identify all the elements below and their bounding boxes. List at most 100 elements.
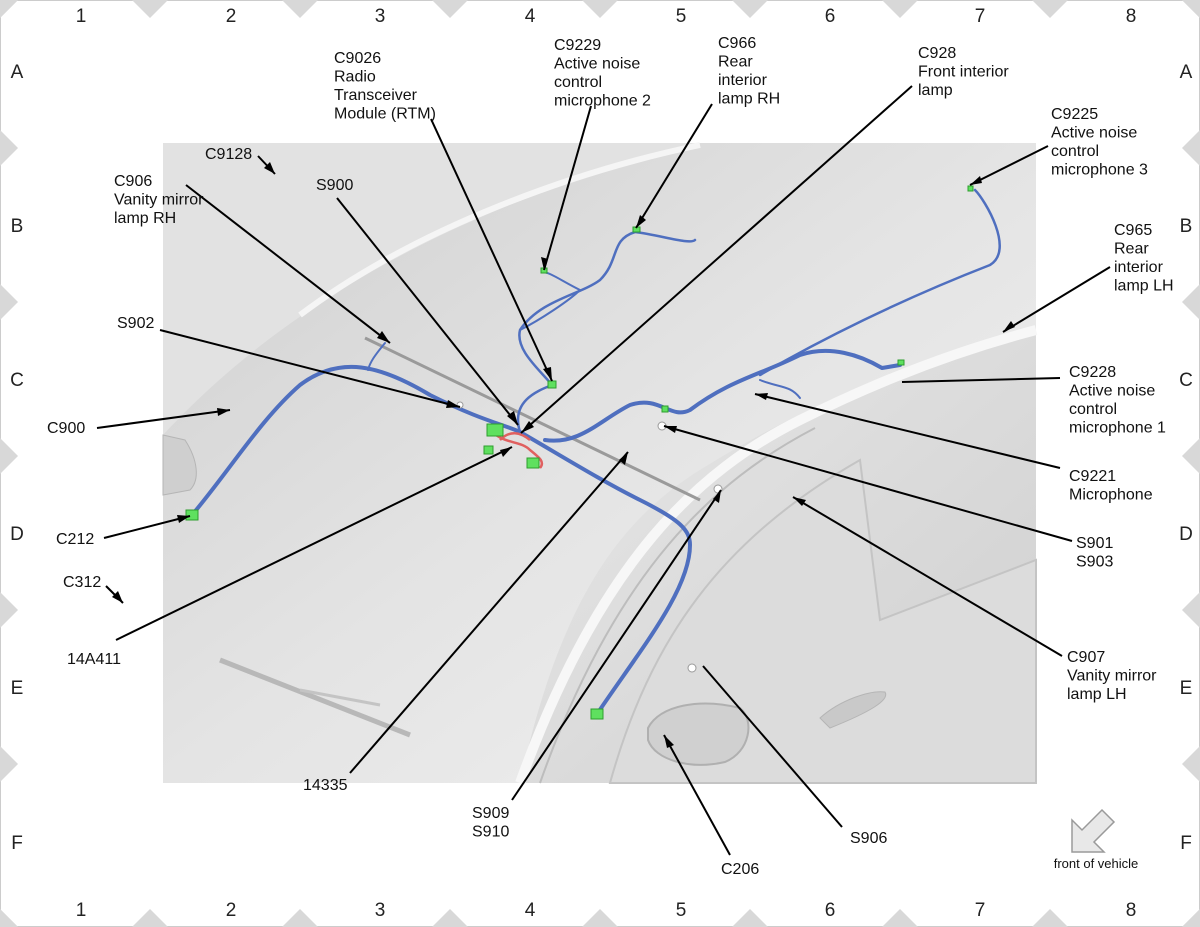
- grid-marker: [882, 0, 918, 18]
- grid-marker: [132, 0, 168, 18]
- grid-marker: [0, 284, 18, 320]
- callout-line: Rear: [718, 54, 753, 71]
- callout-line: Vanity mirror: [114, 192, 204, 209]
- callout-line: C907: [1067, 649, 1105, 666]
- callout-line: Microphone: [1069, 487, 1153, 504]
- grid-column-label: 3: [375, 900, 386, 921]
- grid-marker: [1182, 746, 1200, 782]
- grid-marker: [1182, 592, 1200, 628]
- callout-line: C906: [114, 173, 152, 190]
- callout-line: C9229: [554, 37, 601, 54]
- grid-row-label: F: [1180, 833, 1192, 854]
- callout-s900: S900: [316, 177, 353, 194]
- callout-line: Front interior: [918, 64, 1009, 81]
- grid-column-label: 1: [76, 900, 87, 921]
- grid-row-label: D: [10, 524, 24, 545]
- callout-line: Active noise: [1051, 125, 1137, 142]
- grid-column-label: 7: [975, 900, 986, 921]
- grid-marker: [582, 0, 618, 18]
- grid-column-label: 8: [1126, 900, 1137, 921]
- callout-line: Radio: [334, 69, 376, 86]
- callout-line: Transceiver: [334, 87, 418, 104]
- connectors: [185, 185, 974, 720]
- callout-c212: C212: [56, 531, 94, 548]
- grid-marker: [1182, 0, 1200, 18]
- callout-line: Active noise: [1069, 383, 1155, 400]
- callout-line: interior: [718, 72, 768, 89]
- callout-s906: S906: [850, 830, 887, 847]
- grid-column-label: 4: [525, 900, 536, 921]
- grid-column-label: 1: [76, 6, 87, 27]
- grid-marker: [732, 0, 768, 18]
- orientation-indicator: front of vehicle: [1054, 808, 1139, 871]
- callout-line: lamp: [918, 82, 953, 99]
- grid-marker: [282, 909, 318, 927]
- connector-c9228: [897, 359, 905, 366]
- callout-line: C900: [47, 420, 85, 437]
- grid-marker: [1182, 909, 1200, 927]
- callout-line: lamp LH: [1067, 686, 1127, 703]
- callout-line: S910: [472, 824, 509, 841]
- grid-marker: [882, 909, 918, 927]
- grid-column-label: 6: [825, 6, 836, 27]
- callout-s902: S902: [117, 315, 154, 332]
- grid-marker: [1182, 130, 1200, 166]
- grid-marker: [432, 0, 468, 18]
- connector-c9221: [661, 405, 669, 413]
- grid-marker: [1182, 284, 1200, 320]
- callout-line: lamp RH: [718, 91, 780, 108]
- grid-marker: [0, 909, 18, 927]
- grid-column-label: 2: [226, 6, 237, 27]
- grid-marker: [132, 909, 168, 927]
- callout-c312: C312: [63, 574, 101, 591]
- arrow-icon: [1071, 808, 1116, 853]
- grid-column-label: 7: [975, 6, 986, 27]
- callout-line: Active noise: [554, 56, 640, 73]
- connector-block-1: [486, 423, 504, 437]
- grid-marker: [0, 592, 18, 628]
- grid-row-label: E: [11, 678, 24, 699]
- grid-row-label: B: [11, 216, 24, 237]
- callout-line: Rear: [1114, 241, 1149, 258]
- grid-marker: [582, 909, 618, 927]
- callout-c206: C206: [721, 861, 759, 878]
- grid-marker: [732, 909, 768, 927]
- connector-c206: [590, 708, 604, 720]
- orientation-label: front of vehicle: [1054, 856, 1139, 871]
- grid-row-label: E: [1180, 678, 1193, 699]
- grid-row-label: C: [10, 370, 24, 391]
- connector-c212: [185, 509, 199, 521]
- grid-row-label: C: [1179, 370, 1193, 391]
- grid-marker: [282, 0, 318, 18]
- grid-row-label: D: [1179, 524, 1193, 545]
- grid-column-label: 4: [525, 6, 536, 27]
- grid-marker: [0, 130, 18, 166]
- grid-row-label: B: [1180, 216, 1193, 237]
- splice-harness: [489, 429, 544, 469]
- splice-points: [456, 401, 723, 673]
- grid-marker: [1032, 0, 1068, 18]
- callout-line: C965: [1114, 222, 1152, 239]
- grid-marker: [432, 909, 468, 927]
- callout-line: lamp RH: [114, 210, 176, 227]
- callout-line: microphone 1: [1069, 420, 1166, 437]
- grid-marker: [0, 746, 18, 782]
- grid-column-label: 5: [676, 900, 687, 921]
- grid-row-label: A: [11, 62, 24, 83]
- connector-c9225: [967, 185, 974, 192]
- leader-lines: [96, 85, 1111, 856]
- grid-row-label: A: [1180, 62, 1193, 83]
